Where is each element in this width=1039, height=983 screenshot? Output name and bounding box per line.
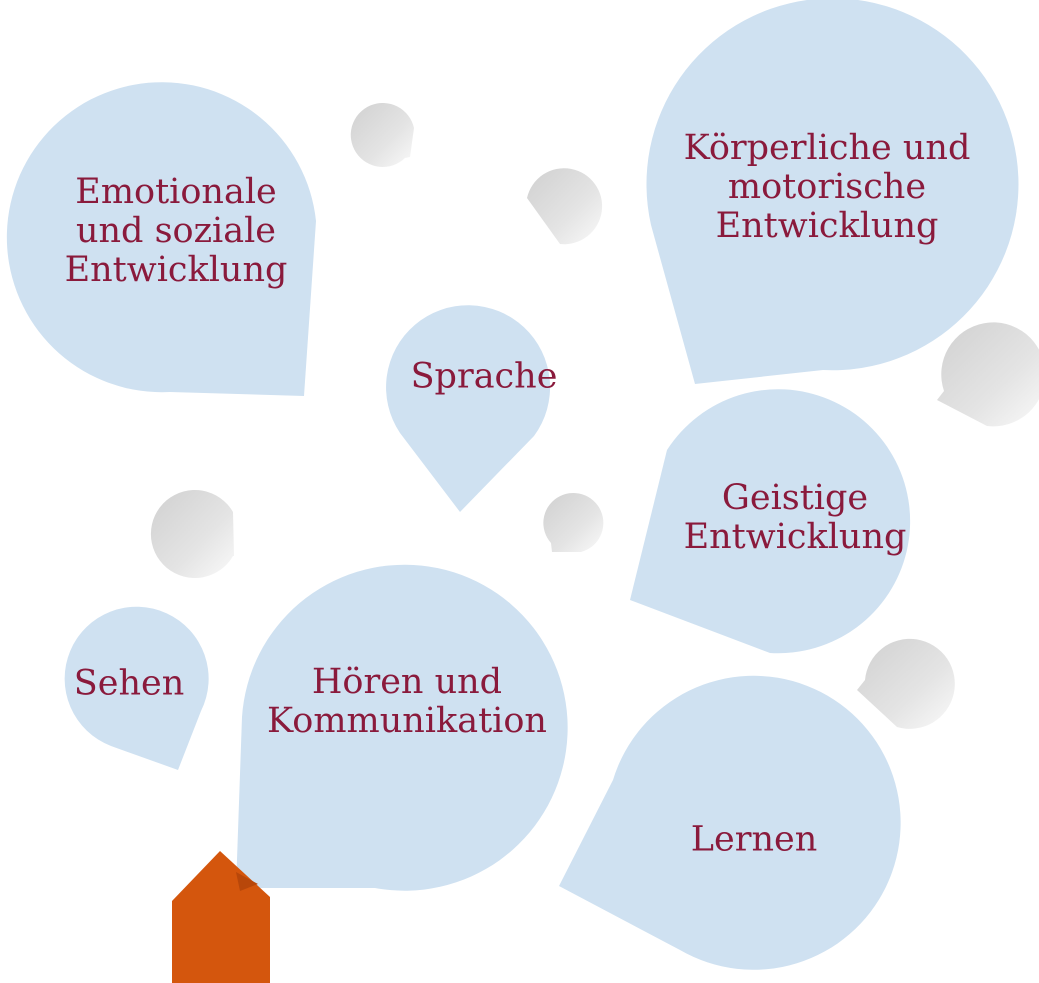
topic-bubbles — [6, 0, 1019, 970]
speech-drop-icon — [527, 168, 603, 245]
bubble-line: Sehen — [73, 663, 185, 704]
bubble-shape-learning — [559, 675, 901, 970]
bubble-line: Entwicklung — [64, 250, 288, 291]
speech-drop-icon — [543, 492, 604, 552]
bubble-line: Lernen — [690, 819, 818, 860]
decorative-drops — [150, 102, 1039, 729]
speech-drop-icon — [937, 322, 1039, 427]
bubble-line: Hören und — [311, 661, 503, 702]
bubble-shape-hearing — [236, 564, 568, 891]
speech-drop-icon — [350, 102, 414, 167]
bubble-label-seeing: Sehen — [74, 664, 185, 703]
bubble-label-learning: Lernen — [691, 820, 817, 859]
house-icon — [172, 851, 270, 983]
bubble-label-hearing: Hören und Kommunikation — [267, 661, 547, 741]
speech-drop-icon — [857, 638, 955, 729]
speech-drop-icon — [150, 490, 234, 579]
bubble-shape-speech — [386, 305, 551, 512]
bubble-line: Kommunikation — [267, 701, 547, 741]
bubble-line: Entwicklung — [715, 206, 939, 247]
bubble-line: Körperliche und — [683, 128, 971, 169]
bubble-shape-mental — [630, 389, 911, 654]
bubble-shape-emotional — [6, 82, 316, 396]
bubble-label-emotional: Emotionale und soziale Entwicklung — [65, 173, 288, 291]
bubble-label-speech: Sprache — [411, 357, 558, 396]
bubble-line: und soziale — [75, 211, 277, 252]
bubble-label-mental: Geistige Entwicklung — [683, 477, 907, 557]
bubble-line: Entwicklung — [683, 517, 907, 557]
bubble-line: Sprache — [410, 356, 558, 397]
bubble-shape-seeing — [64, 606, 209, 770]
bubble-label-body: Körperliche und motorische Entwicklung — [684, 129, 971, 247]
bubble-line: Geistige — [721, 477, 869, 518]
bubble-line: Emotionale — [75, 172, 277, 213]
bubble-shape-body — [646, 0, 1019, 384]
bubble-line: motorische — [727, 167, 927, 208]
